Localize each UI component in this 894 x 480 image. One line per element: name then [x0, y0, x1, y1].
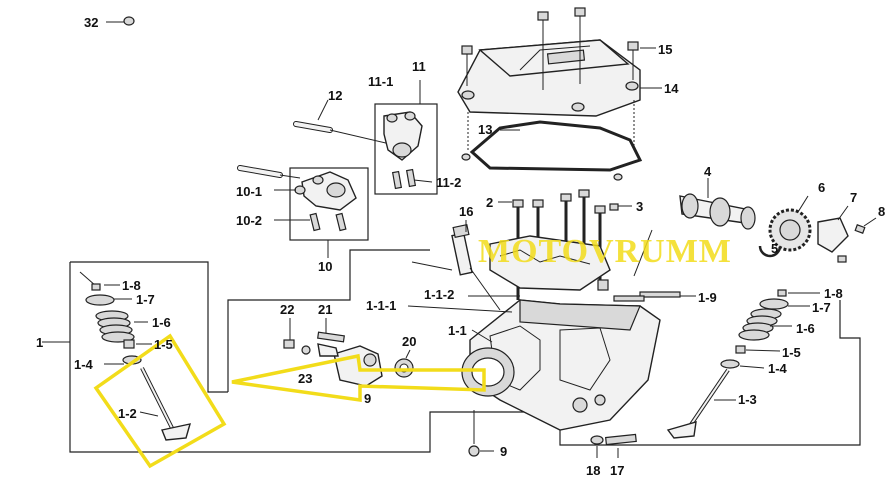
part-22-bolt — [283, 318, 295, 349]
watermark-text: MOTOVRUMM — [478, 233, 732, 270]
label-10-1: 10-1 — [236, 184, 262, 199]
part-1-3-exhaust-valve — [666, 368, 736, 439]
label-9-mid: 9 — [364, 391, 371, 406]
part-labels: 32 15 14 13 12 11 11-1 11-2 10-1 10-2 10… — [36, 15, 885, 478]
label-1-9: 1-9 — [698, 290, 717, 305]
label-22: 22 — [280, 302, 294, 317]
label-1-8-right: 1-8 — [824, 286, 843, 301]
part-1-6-right-spring — [738, 308, 792, 341]
part-1-5-left-seal — [123, 339, 152, 349]
highlight-valve-box — [93, 333, 227, 469]
label-11-2: 11-2 — [436, 175, 461, 190]
part-1-2-intake-valve — [139, 367, 191, 441]
label-1-6-left: 1-6 — [152, 315, 171, 330]
assembly-frame-11 — [374, 80, 438, 195]
part-8-bolt — [837, 217, 877, 263]
label-21: 21 — [318, 302, 332, 317]
label-1-8-left: 1-8 — [122, 278, 141, 293]
part-12-rocker-shafts — [237, 99, 391, 179]
part-1-7-right-retainer — [759, 298, 810, 310]
assembly-frame-1 — [42, 249, 861, 453]
part-11-rocker-arm — [383, 111, 433, 190]
part-14-head-cover — [457, 39, 662, 117]
label-3: 3 — [636, 199, 643, 214]
label-5: 5 — [771, 241, 778, 256]
label-1-1-1: 1-1-1 — [366, 298, 396, 313]
label-11-1: 11-1 — [368, 74, 393, 89]
label-1-5-left: 1-5 — [154, 337, 173, 352]
label-1-1: 1-1 — [448, 323, 467, 338]
part-15-bolts — [461, 7, 656, 90]
label-16: 16 — [459, 204, 473, 219]
label-1-6-right: 1-6 — [796, 321, 815, 336]
label-12: 12 — [328, 88, 342, 103]
part-20-fitting — [394, 349, 414, 378]
label-20: 20 — [402, 334, 416, 349]
part-1-9-pins — [597, 229, 696, 302]
part-21-bolt — [301, 318, 345, 355]
label-4: 4 — [704, 164, 712, 179]
part-7-plate — [817, 205, 849, 253]
label-17: 17 — [610, 463, 624, 478]
part-10-rocker-arm — [274, 171, 357, 232]
assembly-frame-10 — [289, 167, 369, 258]
label-14: 14 — [664, 81, 679, 96]
part-1-8-left-cotter — [79, 271, 120, 291]
part-13-gasket — [461, 100, 643, 181]
label-7: 7 — [850, 190, 857, 205]
label-9-bottom: 9 — [500, 444, 507, 459]
part-6-sprocket — [768, 195, 812, 252]
part-1-5-right-seal — [735, 345, 781, 354]
part-1-1-cylinder-head — [407, 235, 661, 431]
part-9-bottom-bolt — [468, 410, 494, 457]
label-1-5-right: 1-5 — [782, 345, 801, 360]
part-18-washer — [590, 435, 604, 458]
label-1-4-left: 1-4 — [74, 357, 94, 372]
label-32: 32 — [84, 15, 98, 30]
part-17-bolt — [605, 433, 637, 458]
part-32-nut — [106, 16, 135, 26]
label-1-2: 1-2 — [118, 406, 137, 421]
label-1-1-2: 1-1-2 — [424, 287, 454, 302]
part-1-7-left-retainer — [85, 294, 132, 306]
label-8: 8 — [878, 204, 885, 219]
label-11: 11 — [412, 59, 426, 74]
label-1-7-left: 1-7 — [136, 292, 155, 307]
label-23: 23 — [298, 371, 312, 386]
part-23-thermostat-housing — [317, 343, 383, 387]
label-10: 10 — [318, 259, 332, 274]
label-15: 15 — [658, 42, 672, 57]
label-1-3: 1-3 — [738, 392, 757, 407]
part-4-camshaft — [679, 178, 756, 230]
label-13: 13 — [478, 122, 492, 137]
part-1-4-right-seat — [720, 359, 765, 369]
label-2: 2 — [486, 195, 493, 210]
label-18: 18 — [586, 463, 600, 478]
highlight-arrow — [231, 353, 486, 403]
label-1-7-right: 1-7 — [812, 300, 831, 315]
label-6: 6 — [818, 180, 825, 195]
part-1-6-left-spring — [95, 310, 148, 343]
label-1: 1 — [36, 335, 43, 350]
label-10-2: 10-2 — [236, 213, 262, 228]
part-1-8-right-cotter — [777, 289, 820, 297]
label-1-4-right: 1-4 — [768, 361, 788, 376]
part-16-spark-plug — [451, 220, 501, 311]
